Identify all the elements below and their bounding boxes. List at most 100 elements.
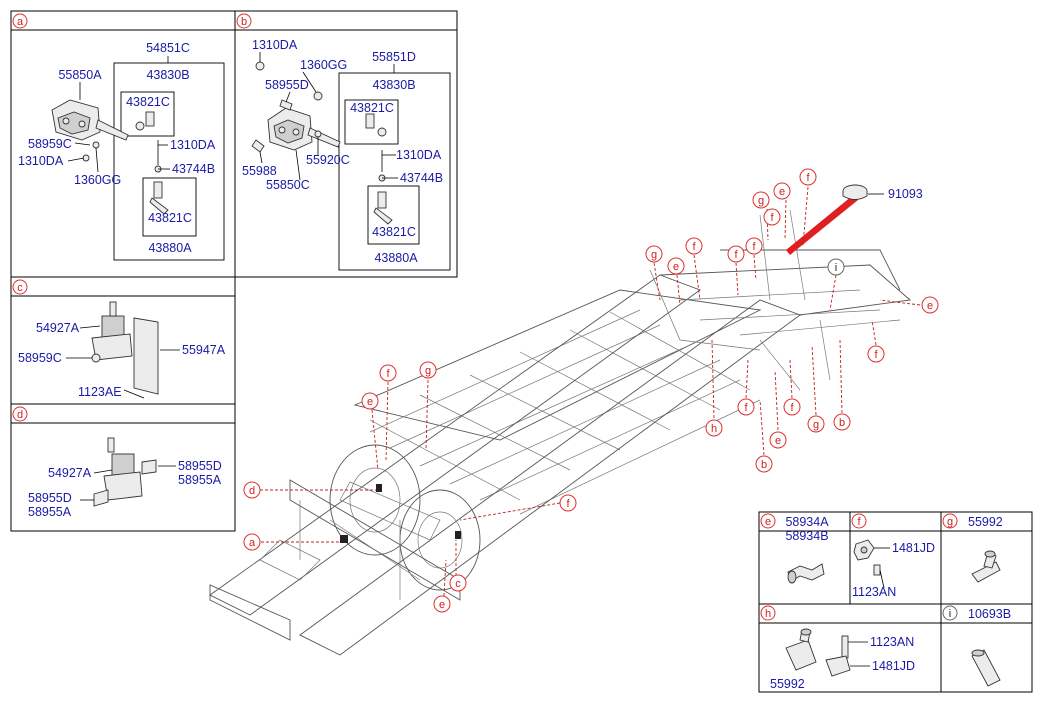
callout-25 [243,533,261,551]
callout-17 [783,398,801,416]
panel-b-letter: b [241,16,247,28]
label-43830b: 43830B [146,68,189,82]
callout-2 [752,191,770,209]
callout-12 [867,345,885,363]
panel-i-letter: i [949,608,951,620]
label-1123an-f: 1123AN [852,585,896,599]
callout-26 [449,574,467,592]
panel-g-letter: g [947,516,953,528]
label-58959c-c: 58959C [18,351,62,365]
callout-26-letter: c [455,578,461,590]
callout-1-letter: f [806,172,810,184]
callout-25-letter: a [249,537,256,549]
panel-a: a 548 [10,10,236,278]
tee-fitting-55992-g [971,550,1001,583]
label-58959c-a: 58959C [28,137,72,151]
main-frame-rails [209,209,912,656]
label-55850c: 55850C [266,178,310,192]
label-10693b: 10693B [968,607,1011,621]
valve-43821c-upper [135,111,155,131]
panel-a-assembly-box [113,62,225,261]
callout-1 [799,168,817,186]
label-1481jd-f: 1481JD [892,541,935,555]
label-1123ae: 1123AE [78,385,122,399]
callout-20 [755,455,773,473]
panel-d: d 54927A 58955D 58955A 58955D 58955A [10,403,236,532]
callout-13-letter: e [775,435,781,447]
label-43880a: 43880A [148,241,192,255]
panel-a-letter: a [17,16,24,28]
panel-i-badge [942,605,958,621]
cap-91093 [842,184,868,200]
label-1310da-a1: 1310DA [18,154,64,168]
valve-43821c-b1 [365,113,387,137]
label-1310da-b1: 1310DA [252,38,298,52]
highlight-beam [786,196,858,255]
label-43744b-a: 43744B [172,162,215,176]
label-1123an-h: 1123AN [870,635,914,649]
label-58955d-d1: 58955D [178,459,222,473]
callout-16-letter: e [367,396,373,408]
callout-7-letter: f [692,241,696,253]
callout-15-letter: f [744,402,748,414]
callout-19-letter: b [839,417,845,429]
label-54851c: 54851C [146,41,190,55]
tube-10693b [971,649,1001,687]
label-58955d-d2: 58955D [28,491,72,505]
bracket-55850a [51,99,129,141]
label-1310da-b2: 1310DA [396,148,442,162]
label-43821c-a1: 43821C [126,95,170,109]
callout-27-letter: e [439,599,445,611]
callout-9-letter: e [927,300,933,312]
label-91093: 91093 [888,187,923,201]
callout-17-letter: f [790,402,794,414]
callout-16 [361,392,379,410]
callout-11 [745,237,763,255]
label-58934b: 58934B [785,529,828,543]
label-43821c-b2: 43821C [372,225,416,239]
label-55992-g: 55992 [968,515,1003,529]
label-1481jd-h: 1481JD [872,659,915,673]
callout-23-letter: d [249,485,255,497]
panel-b: b 13 [234,10,458,278]
callout-27 [433,595,451,613]
panel-h-badge [760,605,776,621]
callout-14-letter: h [711,423,717,435]
callout-3 [773,182,791,200]
main-callouts: f g e f e i f g e f f f e h [243,168,939,613]
panel-d-badge [12,406,28,422]
chassis-illustration: 91093 f [209,168,939,656]
label-55851d: 55851D [372,50,416,64]
callout-24-letter: f [566,498,570,510]
callout-24 [559,494,577,512]
label-58955d-b: 58955D [265,78,309,92]
label-55920c: 55920C [306,153,350,167]
label-58934a: 58934A [785,515,829,529]
fitting-grid: e 58934A 58934B f 1481JD 1123AN g 55992 [758,511,1033,693]
label-58955a-d2: 58955A [28,505,72,519]
callout-5 [667,257,685,275]
callout-11-letter: f [752,241,756,253]
callout-9 [921,296,939,314]
label-43744b-b: 43744B [400,171,443,185]
label-55850a: 55850A [58,68,102,82]
panel-c: c 54927A 58959C 55947A 1123AE [10,276,236,405]
callout-4 [763,208,781,226]
callout-18-letter: g [813,419,819,431]
callout-6 [827,258,845,276]
callout-19 [833,413,851,431]
union-fitting-58934 [787,563,825,584]
panel-g-badge [942,513,958,529]
label-1310da-a2: 1310DA [170,138,216,152]
callout-12-letter: f [874,349,878,361]
panel-c-letter: c [17,282,23,294]
panel-e-badge [760,513,776,529]
valve-54927a-c [91,301,159,395]
callout-15 [737,398,755,416]
callout-8-letter: g [651,249,657,261]
label-43821c-a2: 43821C [148,211,192,225]
callout-20-letter: b [761,459,767,471]
clip-1481jd [853,539,881,576]
callout-3-letter: e [779,186,785,198]
label-55992-h: 55992 [770,677,805,691]
